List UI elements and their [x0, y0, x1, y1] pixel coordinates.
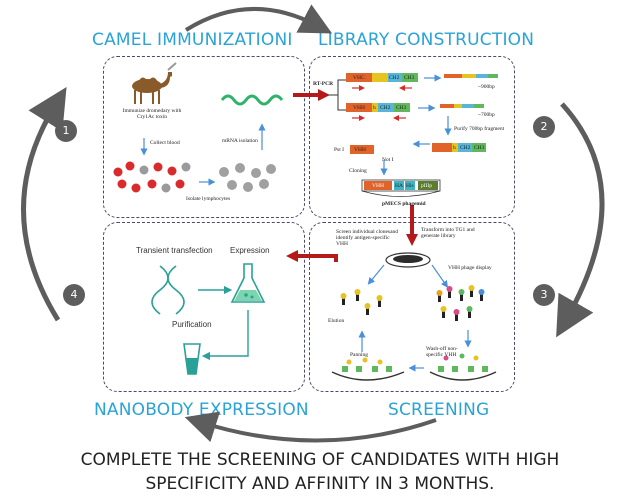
heading-screening: SCREENING: [388, 400, 490, 420]
vector-piiip: pIIIp: [421, 183, 432, 189]
segment-vhh-digest: VHH: [354, 147, 366, 153]
label-rt-pcr: RT-PCR: [313, 81, 334, 87]
segment-h-digest: h: [453, 145, 456, 151]
segment-vhh: VHH: [353, 105, 365, 111]
lymphocytes: [219, 163, 276, 192]
petri-dish: [385, 252, 431, 268]
label-cloning: Cloning: [349, 168, 367, 174]
label-transform: Transform into TG1 and generate library: [421, 227, 475, 239]
syringe-icon: [167, 62, 177, 71]
heading-library-construction: LIBRARY CONSTRUCTION: [318, 30, 535, 50]
label-wash-off: Wash-off non-specific VHH: [426, 346, 458, 358]
label-purification: Purification: [172, 320, 212, 329]
label-mrna-isolation: mRNA isolation: [222, 138, 258, 144]
caption-line-1: COMPLETE THE SCREENING OF CANDIDATES WIT…: [80, 450, 560, 470]
gel-band-700: [440, 104, 484, 108]
label-phage-display: VHH phage display: [448, 265, 492, 271]
gene-bar-digest: [350, 143, 486, 154]
panel-nanobody-expression: [103, 222, 305, 392]
label-700bp: ~700bp: [478, 112, 495, 118]
cycle-arrow-bottom: [184, 411, 437, 443]
label-collect-blood: Collect blood: [150, 140, 180, 146]
segment-vhc: VHC: [353, 75, 365, 81]
dna-helix-icon: [151, 265, 185, 315]
segment-ch3: CH3: [404, 75, 415, 81]
phagemid-vector: [361, 179, 441, 197]
segment-h: h: [373, 105, 376, 111]
cycle-arrow-left: [21, 87, 67, 322]
camel-icon: [132, 72, 172, 104]
step-badge-1: 1: [55, 120, 77, 142]
segment-ch2-digest: CH2: [460, 145, 471, 151]
segment-ch3-b: CH3: [396, 105, 407, 111]
segment-ch2: CH2: [389, 75, 400, 81]
label-transient-transfection: Transient transfection: [136, 246, 213, 255]
segment-ch3-digest: CH3: [474, 145, 485, 151]
step-badge-4: 4: [63, 284, 85, 306]
vector-vhh: VHH: [372, 183, 384, 189]
cycle-arrow-right: [556, 102, 605, 338]
eluted-phages: [340, 289, 383, 315]
label-panning: Panning: [350, 352, 369, 358]
step-badge-2: 2: [533, 116, 555, 138]
label-pst-i: Pst I: [334, 147, 344, 153]
label-isolate-lymphocytes: Isolate lymphocytes: [186, 196, 231, 202]
mrna-strand: [220, 94, 284, 106]
label-not-i: Not I: [382, 157, 394, 163]
gel-band-900: [444, 74, 498, 78]
purification-tube-icon: [183, 343, 201, 375]
label-expression: Expression: [230, 246, 270, 255]
panning-plate: [331, 357, 405, 381]
cycle-arrow-top: [184, 4, 333, 34]
vector-ha: HA: [395, 183, 403, 189]
label-phagemid: pMECS phagemid: [382, 201, 426, 207]
heading-camel-immunization: CAMEL IMMUNIZATIONI: [92, 30, 293, 50]
label-elution: Elution: [328, 318, 345, 324]
phage-display-set: [436, 285, 485, 321]
gene-bar-900: [346, 73, 418, 82]
wash-plate: [429, 353, 497, 381]
label-900bp: ~900bp: [478, 84, 495, 90]
caption-line-2: SPECIFICITY AND AFFINITY IN 3 MONTHS.: [145, 474, 495, 494]
gene-bar-700: [346, 103, 410, 112]
flow-arrow-screening-to-nanobody: [296, 254, 338, 262]
blood-cells: [113, 161, 191, 193]
step-badge-3: 3: [533, 284, 555, 306]
segment-ch2-b: CH2: [380, 105, 391, 111]
label-purify: Purify 700bp fragment: [454, 126, 505, 132]
vector-his: His: [406, 183, 414, 189]
label-screen-clones: Screen individual clonesand identify ant…: [336, 229, 399, 247]
flask-icon: [230, 263, 266, 303]
label-immunize: Immunize dromedary with Cry1Ac toxin: [122, 108, 182, 120]
heading-nanobody-expression: NANOBODY EXPRESSION: [94, 400, 309, 420]
